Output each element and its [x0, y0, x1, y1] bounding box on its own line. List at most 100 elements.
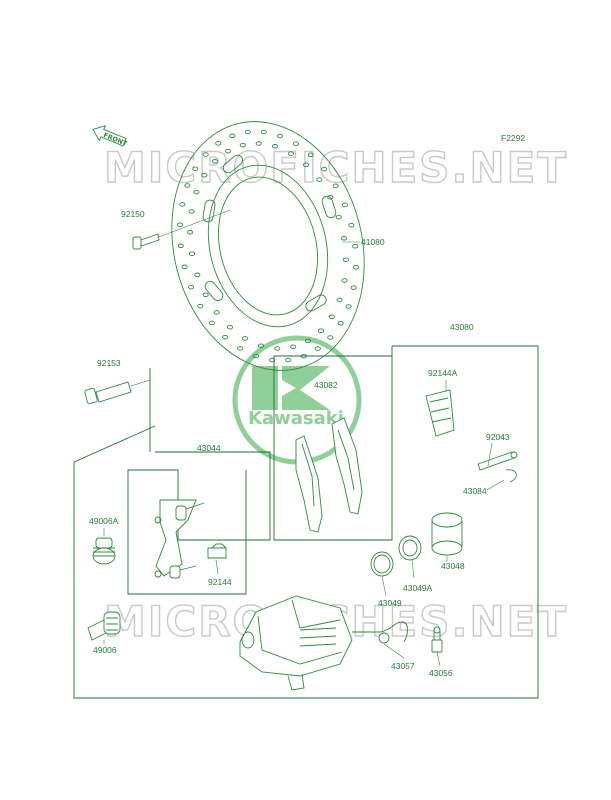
pad-pin: [477, 451, 518, 483]
disc-hole: [307, 152, 314, 158]
disc-hole: [302, 162, 310, 168]
disc-hole: [314, 346, 321, 351]
part-label: 43080: [450, 322, 474, 332]
disc-drill-holes: [177, 129, 359, 363]
disc-hole: [350, 285, 357, 290]
part-label: 43056: [429, 668, 453, 678]
logo-brand-text: Kawasaki: [248, 408, 344, 429]
disc-hole: [255, 141, 262, 146]
part-label: 92150: [121, 209, 145, 219]
disc-hole: [215, 141, 222, 146]
disc-hole: [194, 272, 201, 278]
part-label: 43082: [314, 380, 338, 390]
disc-hole: [271, 144, 279, 149]
disc-hole: [327, 195, 334, 200]
pad-spring: [425, 389, 455, 437]
disc-hole: [252, 353, 259, 359]
disc-hole: [188, 251, 196, 256]
part-label: 43044: [197, 443, 221, 453]
disc-hole: [341, 278, 348, 283]
disc-hole: [241, 336, 249, 341]
disc-hole: [202, 152, 209, 157]
disc-hole: [285, 357, 292, 363]
disc-hole: [277, 133, 284, 139]
bracket-frame: [127, 451, 271, 595]
disc-slots: [202, 154, 337, 312]
brake-disc: [171, 121, 365, 371]
disc-hole: [192, 166, 199, 171]
disc-hole: [187, 230, 194, 235]
disc-hole: [202, 292, 209, 297]
disc-hole: [269, 357, 276, 363]
caliper-assembly-frame: [73, 345, 539, 699]
part-label: 43084: [463, 486, 487, 496]
caliper-body: [239, 595, 353, 691]
disc-hole: [177, 222, 184, 227]
disc-hole: [237, 346, 244, 351]
watermark-top: MICROFICHES.NET: [104, 143, 568, 192]
dust-boot-a: [92, 537, 116, 565]
disc-hole: [290, 344, 297, 350]
disc-hole: [352, 265, 359, 270]
disc-hole: [352, 243, 359, 249]
disc-hole: [316, 177, 323, 182]
disc-hole: [239, 142, 246, 148]
disc-hole: [188, 284, 195, 290]
disc-hole: [336, 297, 343, 303]
brake-pads: [295, 417, 363, 533]
dust-boot: [87, 611, 121, 641]
disc-hole: [337, 321, 344, 326]
disc-hole: [222, 334, 229, 340]
disc-hole: [342, 257, 349, 262]
disc-hole: [317, 328, 325, 333]
disc-hole: [197, 303, 204, 309]
disc-hole: [193, 189, 200, 195]
disc-hole: [327, 335, 334, 340]
bleeder-valve: [431, 626, 443, 653]
piston-seal: [370, 551, 394, 577]
disc-hole: [211, 159, 219, 164]
disc-hole: [244, 129, 251, 135]
disc-hole: [348, 222, 355, 228]
disc-hole: [213, 310, 220, 315]
disc-hole: [208, 320, 215, 326]
part-label: 49006A: [89, 516, 119, 526]
part-labels: 92150 41080 43080 92153 43082 92144A 430…: [89, 209, 510, 678]
disc-hole: [181, 264, 188, 270]
brake-pipe: [352, 621, 408, 644]
disc-hole: [201, 172, 208, 178]
part-label: 92153: [97, 358, 121, 368]
bracket-clip: [207, 543, 227, 559]
piston-seal-a: [398, 535, 422, 561]
disc-hole: [229, 133, 236, 139]
part-label: 41080: [361, 237, 385, 247]
leader-lines: [103, 241, 505, 667]
mounting-bolt: [84, 379, 151, 405]
disc-hole: [260, 129, 267, 135]
disc-hole: [225, 148, 232, 154]
caliper-bracket: [154, 499, 205, 579]
part-label: 92144: [208, 577, 232, 587]
part-label: 43049A: [403, 583, 433, 593]
disc-hole: [340, 236, 348, 241]
disc-hole: [257, 343, 265, 348]
disc-hole: [341, 202, 348, 208]
part-label: 92043: [486, 432, 510, 442]
caliper-piston: [431, 512, 463, 556]
part-label: 49006: [93, 645, 117, 655]
disc-hole: [287, 151, 295, 156]
disc-hole: [226, 324, 234, 330]
disc-hole: [335, 214, 342, 220]
disc-hole: [188, 209, 195, 214]
disc-hole: [321, 166, 328, 172]
part-label: 43049: [378, 598, 402, 608]
disc-hole: [304, 338, 311, 344]
disc-bolt: [132, 209, 231, 250]
part-label: 92144A: [428, 368, 458, 378]
disc-hole: [328, 314, 335, 320]
disc-hole: [177, 243, 184, 249]
part-label: 43048: [441, 561, 465, 571]
disc-hole: [332, 183, 339, 189]
